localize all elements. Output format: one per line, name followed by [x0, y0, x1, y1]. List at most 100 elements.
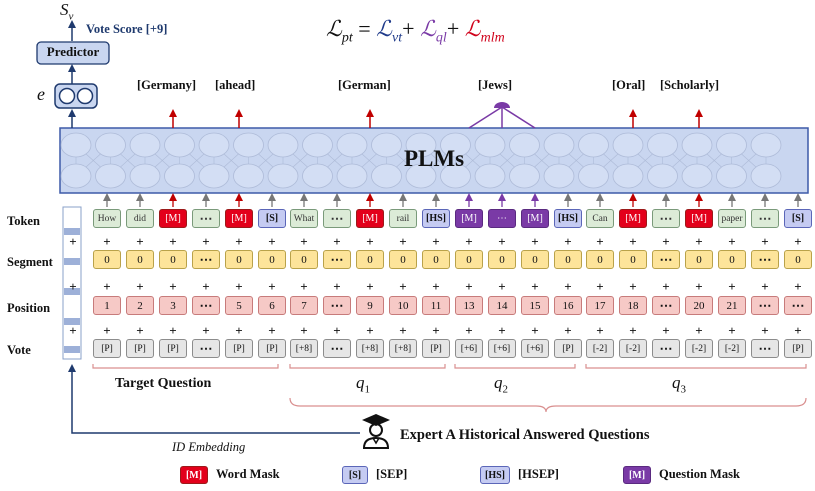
- output-word-label: [Oral]: [612, 78, 646, 92]
- embedding-symbol: e: [37, 84, 45, 104]
- vote-cell: [P]: [422, 339, 450, 358]
- token-cell: paper: [718, 209, 746, 228]
- output-word-label: [Scholarly]: [660, 78, 720, 92]
- group-target-question: Target Question: [115, 376, 212, 391]
- position-cell: ⋯: [652, 296, 680, 315]
- token-cell: [M]: [225, 209, 253, 228]
- plus-sign: +: [432, 279, 440, 294]
- segment-cell: 0: [554, 250, 582, 269]
- plus-sign: +: [169, 234, 177, 249]
- token-cell: [M]: [159, 209, 187, 228]
- plus-sign: +: [333, 323, 341, 338]
- plus-sign: +: [662, 323, 670, 338]
- token-cell: [M]: [521, 209, 549, 228]
- segment-cell: 0: [93, 250, 121, 269]
- position-cell: 20: [685, 296, 713, 315]
- legend-swatch-hs: [HS]: [480, 466, 510, 484]
- token-cell: How: [93, 209, 121, 228]
- vote-cell: [+8]: [290, 339, 318, 358]
- segment-cell: 0: [126, 250, 154, 269]
- plus-sign: +: [366, 234, 374, 249]
- plm-neuron: [198, 132, 230, 158]
- plm-neuron: [233, 132, 264, 158]
- predictor-label: Predictor: [46, 44, 100, 59]
- plus-sign: +: [629, 234, 637, 249]
- vote-cell: [+6]: [488, 339, 516, 358]
- plm-neuron: [612, 163, 644, 189]
- plm-neuron: [198, 163, 230, 189]
- token-cell: [HS]: [554, 209, 582, 228]
- token-cell: Can: [586, 209, 614, 228]
- segment-cell: 0: [619, 250, 647, 269]
- vote-cell: [P]: [554, 339, 582, 358]
- segment-cell: 0: [389, 250, 417, 269]
- plus-sign: +: [695, 234, 703, 249]
- segment-cell: 0: [521, 250, 549, 269]
- plus-sign: +: [531, 323, 539, 338]
- plm-block: [59, 127, 809, 194]
- token-cell: [M]: [685, 209, 713, 228]
- plm-neuron-grid: [60, 132, 782, 189]
- segment-cell: 0: [225, 250, 253, 269]
- position-cell: 14: [488, 296, 516, 315]
- segment-cell: ⋯: [751, 250, 779, 269]
- plus-sign: +: [728, 234, 736, 249]
- plm-neuron: [681, 163, 713, 189]
- plus-sign: +: [432, 323, 440, 338]
- position-cell: ⋯: [323, 296, 351, 315]
- position-cell: 18: [619, 296, 647, 315]
- token-cell: [S]: [258, 209, 286, 228]
- legend-label-hs: [HSEP]: [518, 467, 559, 481]
- vote-cell: ⋯: [751, 339, 779, 358]
- legend-swatch-qm: [M]: [623, 466, 651, 484]
- segment-cell: 0: [159, 250, 187, 269]
- vote-cell: ⋯: [652, 339, 680, 358]
- plm-neuron: [164, 163, 195, 189]
- position-cell: ⋯: [784, 296, 812, 315]
- plus-sign: +: [268, 279, 276, 294]
- embedding-vector: [54, 83, 98, 109]
- position-cell: 13: [455, 296, 483, 315]
- plus-sign: +: [268, 323, 276, 338]
- plus-sign: +: [465, 323, 473, 338]
- token-cell: ⋯: [323, 209, 351, 228]
- group-q2: q2: [494, 373, 508, 396]
- plus-sign: +: [235, 234, 243, 249]
- plus-sign: +: [103, 234, 111, 249]
- plus-sign: +: [136, 323, 144, 338]
- token-cell: ⋯: [751, 209, 779, 228]
- group-brackets: [92, 364, 807, 413]
- segment-cell: ⋯: [192, 250, 220, 269]
- vote-cell: [P]: [784, 339, 812, 358]
- plm-neuron: [474, 163, 506, 189]
- plm-neuron: [750, 163, 782, 189]
- plm-neuron: [371, 163, 402, 189]
- plus-sign: +: [761, 323, 769, 338]
- plus-sign: +: [169, 323, 177, 338]
- plus-sign: +: [662, 234, 670, 249]
- plm-neuron: [474, 132, 506, 158]
- vote-cell: [+6]: [521, 339, 549, 358]
- plus-sign: +: [366, 279, 374, 294]
- id-embedding-label: ID Embedding: [172, 440, 246, 454]
- plm-neuron: [543, 132, 575, 158]
- plm-neuron: [509, 132, 540, 158]
- plus-sign: +: [103, 279, 111, 294]
- plm-neuron: [405, 132, 437, 158]
- position-cell: ⋯: [751, 296, 779, 315]
- position-cell: 6: [258, 296, 286, 315]
- plus-sign: +: [728, 323, 736, 338]
- plus-sign: +: [564, 234, 572, 249]
- legend-swatch-sep: [S]: [342, 466, 368, 484]
- segment-cell: ⋯: [652, 250, 680, 269]
- output-arrow-question: [501, 106, 536, 129]
- vote-cell: [+8]: [389, 339, 417, 358]
- plm-neuron: [578, 132, 609, 158]
- plm-neuron: [129, 163, 161, 189]
- plm-neuron: [405, 163, 437, 189]
- token-cell: [HS]: [422, 209, 450, 228]
- plus-sign: +: [662, 279, 670, 294]
- segment-cell: 0: [356, 250, 384, 269]
